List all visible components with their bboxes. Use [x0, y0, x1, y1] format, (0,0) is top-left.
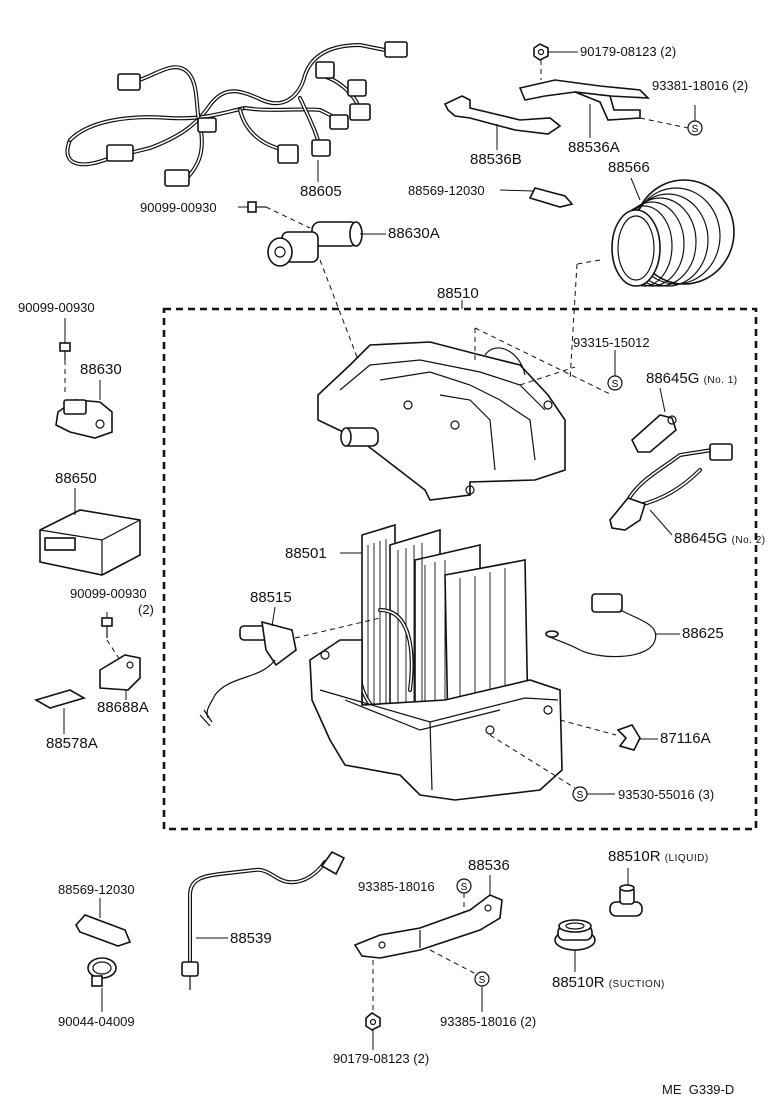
wire-harness-88605	[65, 41, 408, 187]
label-90099-00930-lower: 90099-00930	[70, 586, 147, 601]
bracket-88536a	[518, 79, 651, 121]
clamp-90044	[87, 957, 117, 987]
label-93385-18016-lower: 93385-18016 (2)	[440, 1014, 537, 1029]
label-93385-18016-upper: 93385-18016	[358, 879, 435, 894]
clip-88569-top	[528, 187, 574, 208]
label-90099-00930-left: 90099-00930	[18, 300, 95, 315]
label-88510r-liquid: 88510R (LIQUID)	[608, 848, 709, 865]
bracket-88688a	[99, 654, 141, 691]
leader-88515	[271, 606, 276, 627]
label-88510: 88510	[437, 285, 479, 302]
pressure-switch-88645g-no2	[609, 443, 733, 531]
screw-90099-left	[59, 342, 71, 360]
label-93315-15012: 93315-15012	[573, 335, 650, 350]
label-88501: 88501	[285, 545, 327, 562]
servo-motor-88630a	[267, 221, 363, 267]
svg-text:S: S	[479, 975, 486, 986]
thermistor-88625	[545, 593, 657, 658]
servo-motor-88630	[55, 399, 113, 439]
label-88578a: 88578A	[46, 735, 98, 752]
label-88536b: 88536B	[470, 151, 522, 168]
upper-case-88510	[317, 341, 566, 501]
label-88569-12030-top: 88569-12030	[408, 183, 485, 198]
label-88536: 88536	[468, 857, 510, 874]
label-93530-55016: 93530-55016 (3)	[618, 787, 715, 802]
leader-88566	[630, 177, 641, 201]
label-88645g-no2: 88645G (No. 2)	[674, 530, 766, 547]
label-88630: 88630	[80, 361, 122, 378]
label-88536a: 88536A	[568, 139, 620, 156]
screw-90099-top	[247, 201, 266, 213]
label-90099-00930-top: 90099-00930	[140, 200, 217, 215]
label-88630a: 88630A	[388, 225, 440, 242]
leader-88645g-no1	[659, 387, 666, 413]
svg-text:S: S	[577, 790, 584, 801]
amplifier-88650	[39, 509, 141, 576]
pad-88578a	[33, 689, 87, 709]
svg-text:S: S	[612, 379, 619, 390]
grommet-88510r-liquid	[609, 884, 643, 917]
pressure-switch-88645g-no1	[631, 414, 677, 453]
leader-88569-top	[499, 189, 534, 192]
label-88515: 88515	[250, 589, 292, 606]
label-88510r-suction: 88510R (SUCTION)	[552, 974, 665, 991]
nut-90179-bottom	[365, 1012, 381, 1031]
label-88605: 88605	[300, 183, 342, 200]
label-93381-18016: 93381-18016 (2)	[652, 78, 749, 93]
label-90179-08123-top: 90179-08123 (2)	[580, 44, 677, 59]
clip-88569-bottom	[75, 914, 132, 947]
nut-90179-top	[533, 43, 549, 61]
bracket-88536	[353, 894, 503, 959]
label-88688a: 88688A	[97, 699, 149, 716]
svg-text:S: S	[461, 882, 468, 893]
leader-88645g-no2	[649, 509, 673, 536]
diagram-code: ME G339-D	[662, 1082, 735, 1097]
drain-hose-88539	[181, 850, 346, 990]
label-88569-12030-bottom: 88569-12030	[58, 882, 135, 897]
duct-hose-88566	[611, 179, 735, 287]
bracket-88536b	[443, 95, 562, 135]
grommet-88510r-suction	[554, 919, 596, 951]
label-87116a: 87116A	[660, 730, 711, 747]
label-88539: 88539	[230, 930, 272, 947]
screw-90099-lower	[101, 617, 113, 638]
label-88566: 88566	[608, 159, 650, 176]
label-90044-04009: 90044-04009	[58, 1014, 135, 1029]
label-90099-00930-lower-qty: (2)	[138, 602, 154, 617]
label-88650: 88650	[55, 470, 97, 487]
evaporator-assembly-boundary	[162, 307, 758, 831]
label-88645g-no1: 88645G (No. 1)	[646, 370, 738, 387]
expansion-valve-88515	[199, 620, 297, 727]
label-88625: 88625	[682, 625, 724, 642]
clip-87116a	[616, 724, 641, 751]
label-90179-08123-bottom: 90179-08123 (2)	[333, 1051, 430, 1066]
svg-text:S: S	[692, 124, 699, 135]
lower-case	[309, 639, 563, 801]
